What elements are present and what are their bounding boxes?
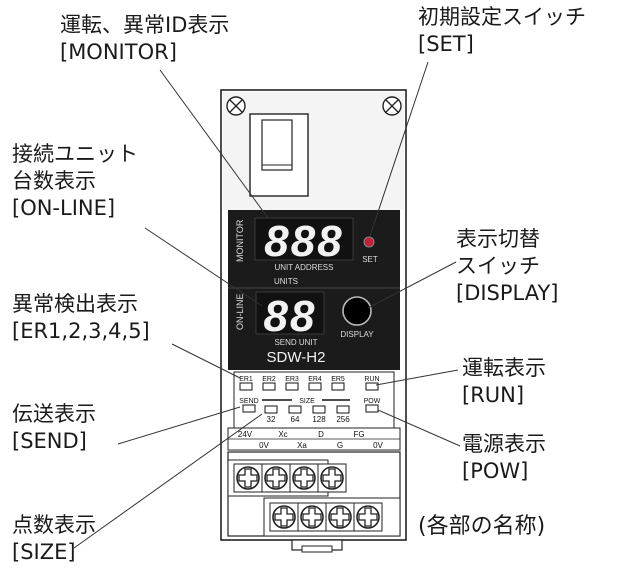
online-digits: 88 — [264, 292, 317, 341]
run-led — [365, 382, 379, 391]
size-led — [312, 405, 326, 414]
send-led — [242, 404, 256, 413]
set-text: SET — [362, 255, 378, 264]
er-label-en: [ER1,2,3,4,5] — [12, 319, 150, 343]
size-led — [264, 405, 278, 414]
set-label: 初期設定スイッチ [SET] — [418, 4, 586, 58]
er-label: 異常検出表示 [ER1,2,3,4,5] — [12, 291, 150, 345]
size-label: 点数表示 [SIZE] — [12, 512, 96, 566]
er-label-jp: 異常検出表示 — [12, 292, 138, 316]
online-label-jp1: 接続ユニット — [12, 142, 138, 166]
pow-led-text: POW — [364, 398, 381, 405]
monitor-digits: 888 — [264, 217, 343, 266]
unit-address-text: UNIT ADDRESS — [275, 263, 334, 272]
online-label-jp2: 台数表示 — [12, 169, 96, 193]
online-display: 88 — [255, 291, 325, 341]
size-value-text: 64 — [291, 415, 300, 424]
size-label-jp: 点数表示 — [12, 513, 96, 537]
terminal-top-label: Xc — [278, 430, 287, 439]
monitor-label-en: [MONITOR] — [60, 40, 177, 64]
leader-lines — [73, 61, 461, 549]
er-led — [239, 382, 253, 391]
terminal-bottom-label: 0V — [259, 441, 269, 450]
set-led[interactable] — [363, 236, 375, 248]
er-led — [285, 382, 299, 391]
run-led-text: RUN — [364, 376, 379, 383]
run-label: 運転表示 [RUN] — [462, 355, 546, 409]
terminal-top-label: 24V — [238, 430, 253, 439]
display-label: 表示切替 スイッチ [DISPLAY] — [456, 226, 559, 307]
send-led-text: SEND — [239, 398, 258, 405]
monitor-label-jp: 運転、異常ID表示 — [60, 13, 230, 37]
terminal-bottom-label: G — [337, 441, 343, 450]
size-value-text: 32 — [267, 415, 276, 424]
size-label-en: [SIZE] — [12, 540, 76, 564]
display-label-jp1: 表示切替 — [456, 227, 540, 251]
size-led — [336, 405, 350, 414]
terminal-bottom-label: 0V — [373, 441, 383, 450]
display-text: DISPLAY — [340, 330, 374, 339]
figure-caption: (各部の名称) — [418, 514, 546, 539]
terminal-top-label: D — [318, 430, 324, 439]
display-button[interactable] — [342, 296, 372, 326]
er-led-text: ER1 — [239, 376, 253, 383]
pow-led-group: POW — [364, 398, 381, 413]
display-label-jp2: スイッチ — [456, 254, 540, 278]
send-led-group: SEND — [239, 398, 259, 413]
size-value-text: 128 — [312, 415, 326, 424]
er-led-text: ER4 — [308, 376, 322, 383]
pow-label: 電源表示 [POW] — [462, 431, 546, 485]
terminal-bottom-label: Xa — [297, 441, 307, 450]
send-unit-text: SEND UNIT — [274, 338, 317, 347]
run-label-jp: 運転表示 — [462, 356, 546, 380]
er-led — [308, 382, 322, 391]
size-value-text: 256 — [336, 415, 350, 424]
send-label-jp: 伝送表示 — [12, 402, 96, 426]
online-label: 接続ユニット 台数表示 [ON-LINE] — [12, 141, 138, 222]
er-led — [331, 382, 345, 391]
size-title: SIZE — [299, 398, 315, 405]
model-text: SDW-H2 — [267, 349, 326, 366]
display-label-en: [DISPLAY] — [456, 281, 559, 305]
monitor-display: 888 — [254, 217, 354, 266]
set-label-en: [SET] — [418, 32, 474, 56]
er-led-text: ER2 — [262, 376, 276, 383]
pow-label-en: [POW] — [462, 459, 529, 483]
pow-led — [365, 404, 379, 413]
set-label-jp: 初期設定スイッチ — [418, 5, 586, 29]
er-led-text: ER5 — [331, 376, 345, 383]
run-label-en: [RUN] — [462, 383, 525, 407]
units-text: UNITS — [274, 277, 298, 286]
monitor-label: 運転、異常ID表示 [MONITOR] — [60, 12, 229, 66]
size-led — [288, 405, 302, 414]
send-label: 伝送表示 [SEND] — [12, 401, 96, 455]
terminal-top-label: FG — [353, 430, 364, 439]
er-led-text: ER3 — [285, 376, 299, 383]
monitor-side-text: MONITOR — [235, 219, 245, 262]
online-label-en: [ON-LINE] — [12, 196, 116, 220]
er-led — [262, 382, 276, 391]
run-led-group: RUN — [364, 376, 380, 391]
send-label-en: [SEND] — [12, 429, 87, 453]
pow-label-jp: 電源表示 — [462, 432, 546, 456]
online-side-text: ON-LINE — [235, 293, 245, 330]
